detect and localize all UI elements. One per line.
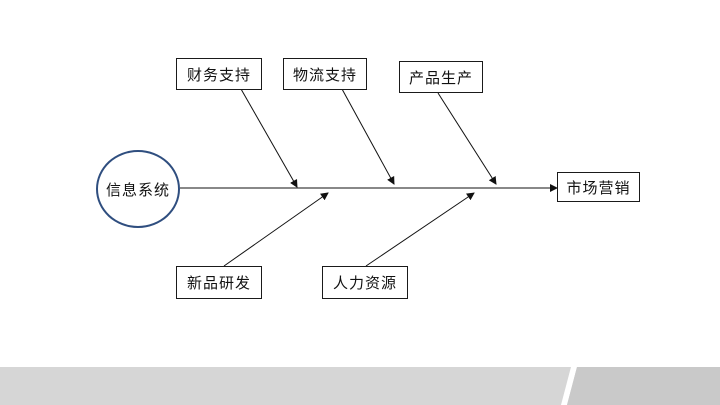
footer-accent-graphic [561, 367, 720, 405]
bone-arrow-logistics [341, 88, 395, 185]
cause-rnd: 新品研发 [176, 266, 262, 299]
bone-arrow-rnd [223, 192, 329, 267]
source-node: 信息系统 [96, 150, 180, 228]
cause-finance: 财务支持 [176, 58, 262, 90]
bone-arrow-production [437, 92, 497, 185]
footer-band [0, 367, 720, 405]
cause-logistics: 物流支持 [283, 58, 367, 90]
cause-production: 产品生产 [399, 61, 483, 93]
bone-arrow-hr [365, 192, 475, 267]
effect-node: 市场营销 [557, 172, 640, 202]
bone-arrow-finance [240, 88, 298, 188]
cause-hr: 人力资源 [322, 266, 408, 299]
